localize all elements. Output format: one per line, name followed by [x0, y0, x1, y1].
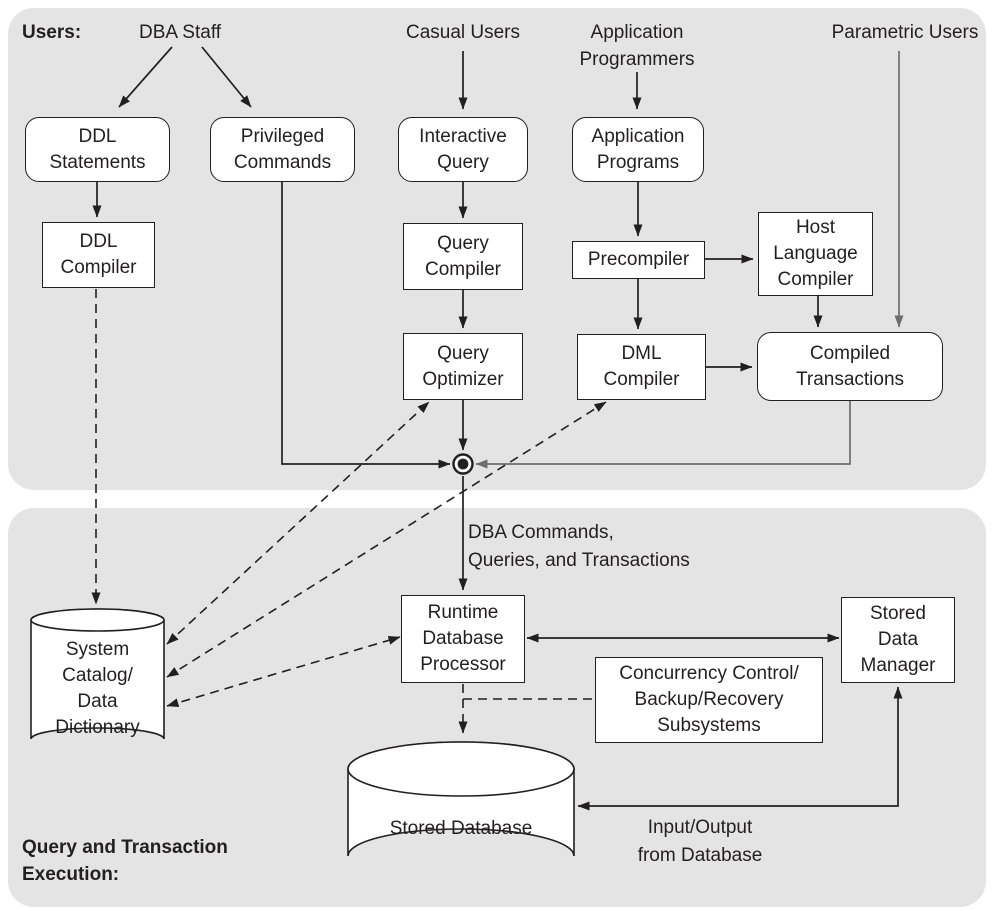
edge-label-dba-commands: DBA Commands, Queries, and Transactions [468, 522, 690, 571]
box-precompiler: Precompiler [572, 241, 705, 279]
dashed-system-catalog-dml-compiler [166, 401, 607, 678]
box-privileged-commands: Privileged Commands [210, 117, 355, 182]
stored-database-cylinder-icon [347, 741, 575, 857]
arrow-stored-database-stored-data-manager [577, 686, 903, 811]
box-ddl-statements: DDL Statements [25, 117, 170, 182]
box-host-language-compiler: Host Language Compiler [758, 212, 873, 296]
box-ddl-compiler: DDL Compiler [42, 222, 155, 288]
edge-label-input-output: Input/Output from Database [637, 817, 763, 866]
merge-junction-icon [452, 453, 474, 475]
actor-casual-users: Casual Users [405, 22, 521, 43]
box-dml-compiler: DML Compiler [577, 334, 706, 400]
box-interactive-query: Interactive Query [398, 117, 528, 182]
box-query-optimizer: Query Optimizer [403, 333, 523, 400]
box-concurrency-subsystems: Concurrency Control/ Backup/Recovery Sub… [595, 657, 823, 743]
box-compiled-transactions: Compiled Transactions [757, 332, 943, 401]
system-catalog-label: System Catalog/ Data Dictionary [55, 639, 140, 738]
actor-parametric-users: Parametric Users [831, 22, 979, 43]
box-query-compiler: Query Compiler [403, 223, 523, 290]
box-runtime-database-processor: Runtime Database Processor [401, 595, 525, 683]
box-application-programs: Application Programs [572, 117, 704, 182]
stored-database-label: Stored Database [389, 818, 533, 839]
execution-heading: Query and Transaction Execution: [22, 837, 228, 885]
dashed-system-catalog-runtime-processor [166, 635, 401, 708]
dashed-system-catalog-query-optimizer [166, 401, 430, 645]
actor-dba-staff: DBA Staff [139, 22, 222, 43]
system-catalog-cylinder-icon [30, 608, 165, 740]
arrow-dba-staff-to-ddl-statements [118, 46, 173, 108]
box-stored-data-manager: Stored Data Manager [841, 597, 955, 683]
actor-application-programmers: Application Programmers [579, 22, 695, 70]
arrow-compiled-transactions-to-junction [475, 401, 851, 469]
arrow-dba-staff-to-privileged-commands [201, 46, 252, 108]
users-heading: Users: [22, 22, 82, 43]
